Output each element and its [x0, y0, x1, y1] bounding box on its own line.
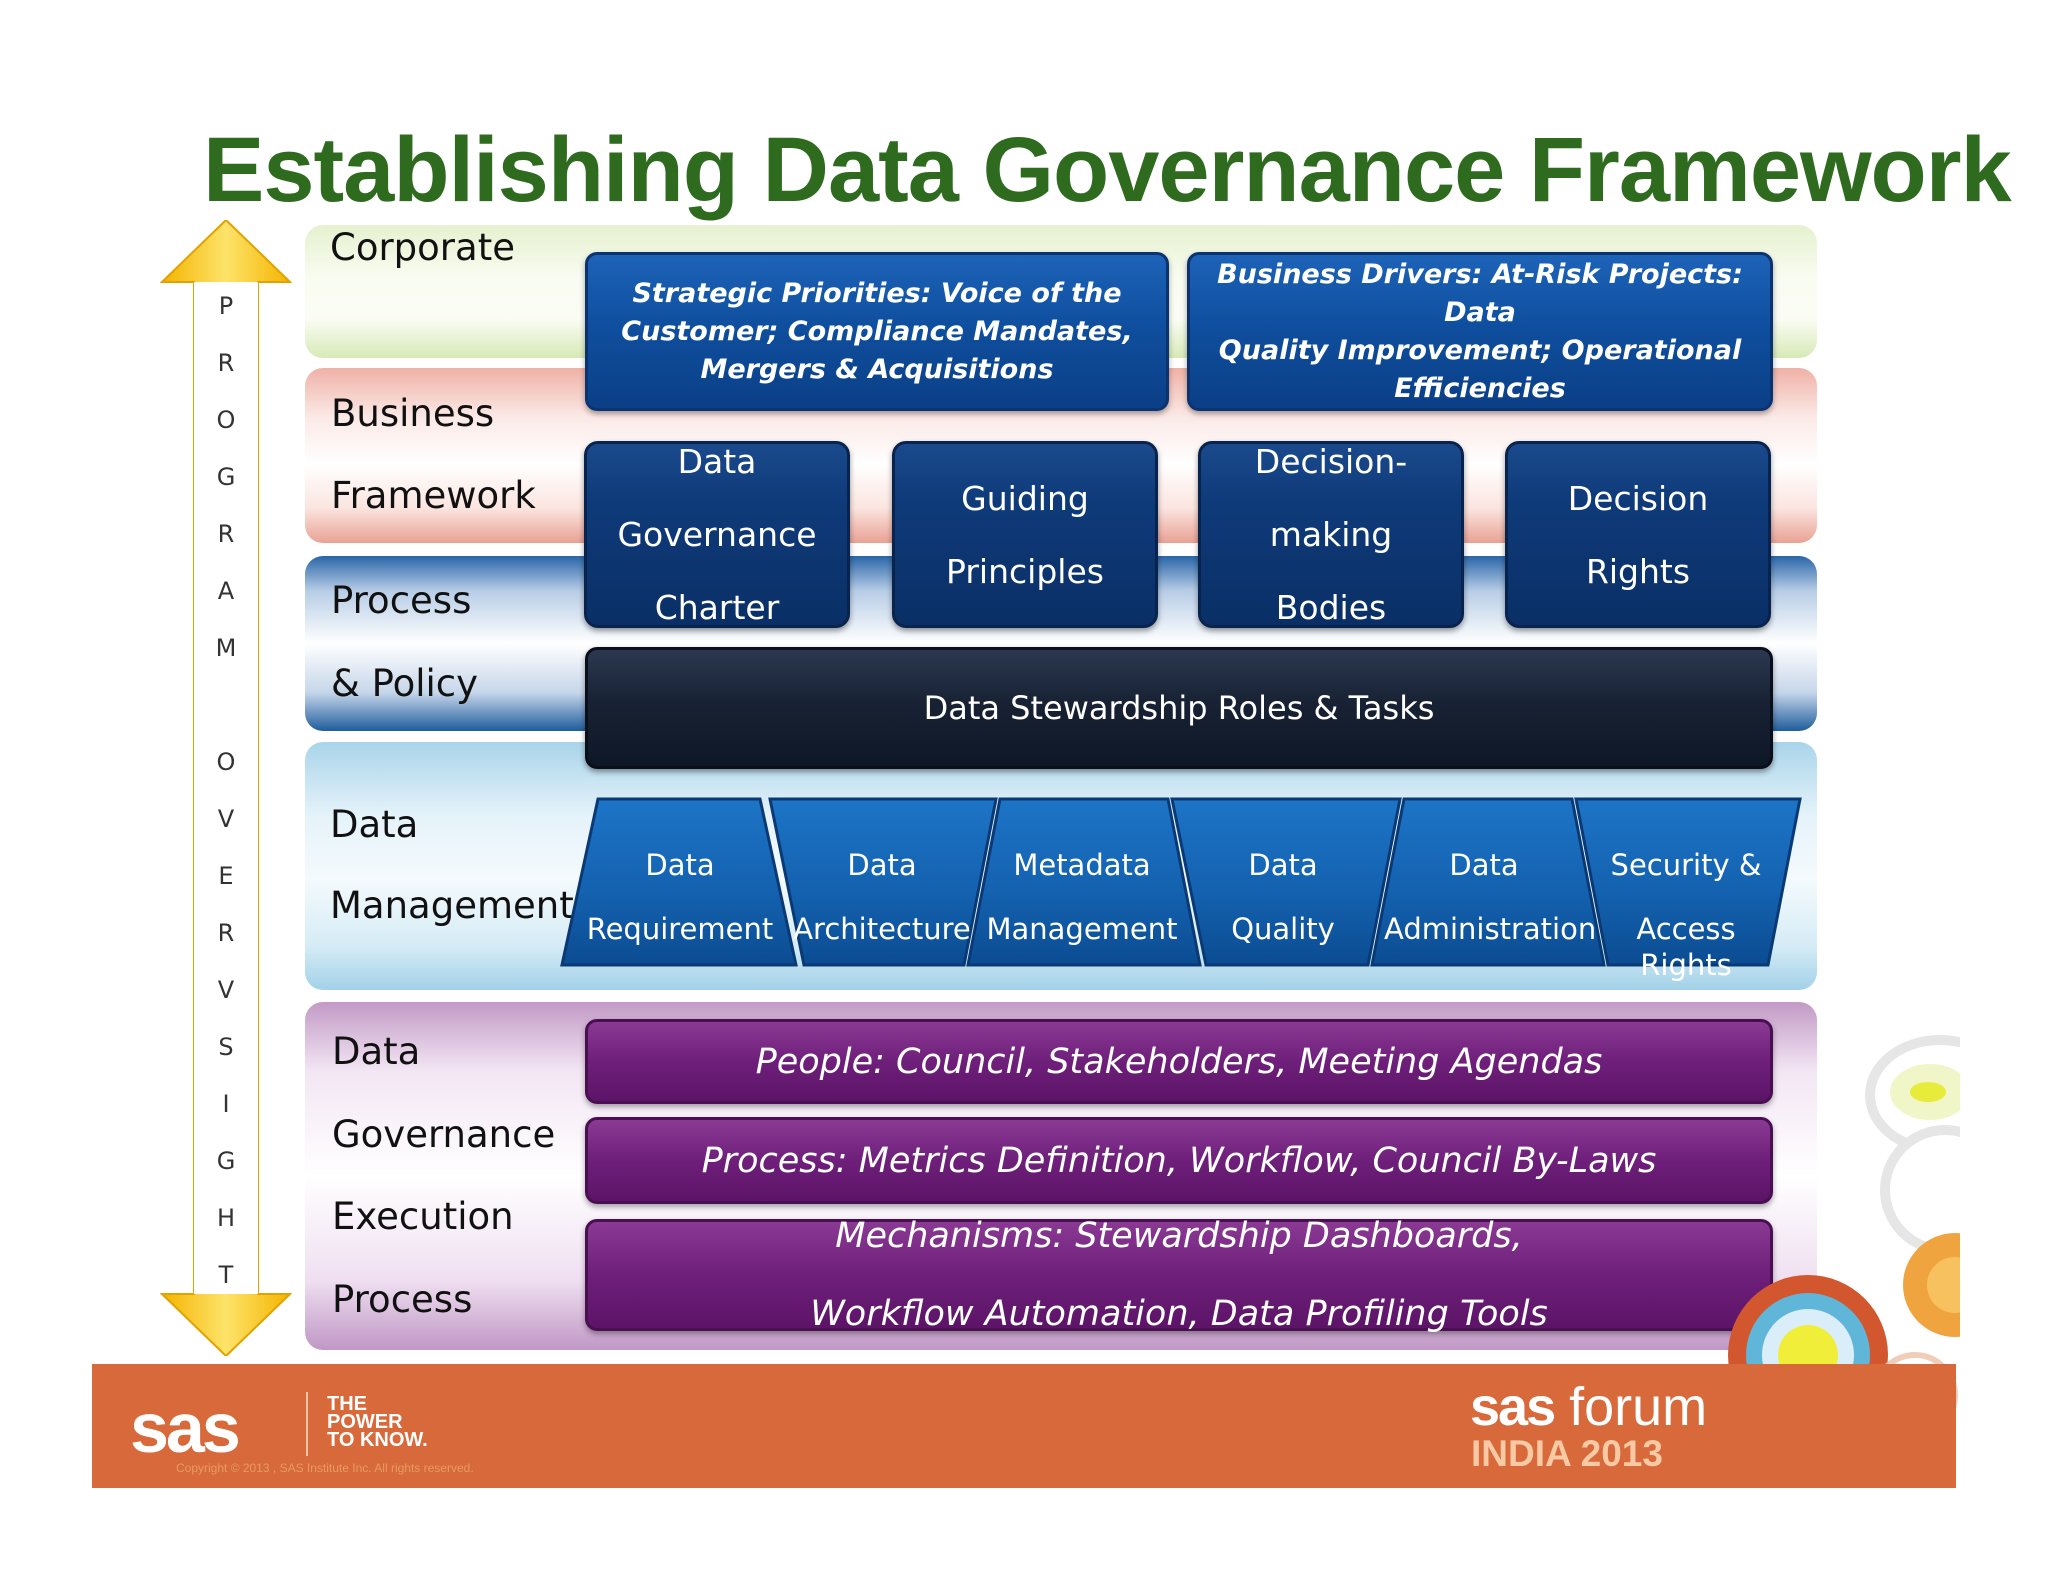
- charter-line-3: Charter: [654, 588, 780, 627]
- decorative-circles: [1728, 1035, 1960, 1410]
- management-label: Management: [330, 884, 574, 927]
- oversight-letter: O: [216, 406, 236, 434]
- event-label: INDIA 2013: [1471, 1433, 1663, 1474]
- footer-divider: [306, 1392, 308, 1456]
- security-access-rights-shape: [1574, 797, 1802, 967]
- mechanisms-box: Mechanisms: Stewardship Dashboards, Work…: [585, 1216, 1773, 1334]
- strategic-priorities-line-2: Customer; Compliance Mandates,: [621, 315, 1133, 347]
- oversight-letter: T: [218, 1261, 234, 1289]
- data-governance-charter-box: Data Governance Charter: [584, 441, 850, 628]
- sas-logo: sas: [130, 1389, 241, 1467]
- security-access-line-2: Access: [1636, 912, 1736, 946]
- oversight-letter: R: [217, 520, 235, 548]
- program-oversight-arrow: [160, 220, 292, 1356]
- data-label: Data: [330, 803, 419, 846]
- bodies-line-3: Bodies: [1275, 588, 1387, 627]
- sas-tagline: THE POWER TO KNOW.: [327, 1393, 437, 1451]
- oversight-letter: V: [217, 976, 235, 1004]
- framework-label: Framework: [331, 474, 536, 517]
- data-architecture-line-1: Data: [847, 848, 917, 882]
- data-stewardship-label: Data Stewardship Roles & Tasks: [923, 689, 1435, 727]
- oversight-letter: I: [222, 1090, 230, 1118]
- data-stewardship-box: Data Stewardship Roles & Tasks: [585, 647, 1773, 769]
- decision-rights-box: Decision Rights: [1505, 441, 1771, 628]
- data-requirement-shape: [560, 797, 798, 967]
- forum-brand: sas: [1470, 1377, 1556, 1437]
- process-label: Process: [331, 579, 472, 622]
- footer-bar: [92, 1364, 1956, 1488]
- dge-data-label: Data: [332, 1030, 421, 1073]
- tagline-line-2: POWER: [327, 1411, 403, 1433]
- metadata-management-line-2: Management: [986, 912, 1178, 946]
- security-access-line-3: Rights: [1640, 948, 1732, 982]
- data-requirement-line-1: Data: [645, 848, 715, 882]
- mechanisms-line-2: Workflow Automation, Data Profiling Tool…: [810, 1294, 1548, 1334]
- data-quality-shape: [1170, 797, 1402, 967]
- oversight-letter: R: [217, 919, 235, 947]
- security-access-line-1: Security &: [1610, 848, 1762, 882]
- oversight-letter: R: [217, 349, 235, 377]
- strategic-priorities-line-3: Mergers & Acquisitions: [700, 353, 1054, 385]
- data-architecture-line-2: Architecture: [793, 912, 971, 946]
- principles-line-2: Principles: [946, 551, 1104, 591]
- bodies-line-1: Decision-: [1254, 442, 1408, 481]
- data-quality-line-1: Data: [1248, 848, 1318, 882]
- dge-execution-label: Execution: [332, 1195, 514, 1238]
- oversight-letter: P: [218, 292, 234, 320]
- business-drivers-line-2: Quality Improvement; Operational: [1218, 334, 1742, 366]
- decision-making-bodies-box: Decision- making Bodies: [1198, 441, 1464, 628]
- policy-label: & Policy: [331, 662, 479, 705]
- data-management-items: [560, 797, 1802, 967]
- oversight-letter: O: [216, 748, 236, 776]
- business-drivers-box: Business Drivers: At-Risk Projects: Data…: [1187, 252, 1773, 411]
- charter-line-1: Data: [677, 442, 757, 481]
- metadata-management-shape: [966, 797, 1202, 967]
- sas-forum-logo: sas forum: [1470, 1376, 1707, 1438]
- oversight-letter: G: [216, 1147, 236, 1175]
- tagline-line-3: TO KNOW.: [327, 1429, 428, 1451]
- data-administration-shape: [1370, 797, 1606, 967]
- tagline-line-1: THE: [327, 1393, 367, 1415]
- data-administration-line-1: Data: [1449, 848, 1519, 882]
- oversight-letter: H: [216, 1204, 236, 1232]
- data-quality-line-2: Quality: [1231, 912, 1335, 946]
- bodies-line-2: making: [1269, 515, 1393, 554]
- dge-governance-label: Governance: [332, 1113, 556, 1156]
- oversight-letter: V: [217, 805, 235, 833]
- oversight-letter: E: [218, 862, 234, 890]
- forum-word: forum: [1569, 1377, 1708, 1437]
- principles-line-1: Guiding: [961, 478, 1089, 518]
- rights-line-1: Decision: [1567, 478, 1709, 518]
- business-label: Business: [331, 392, 495, 435]
- data-architecture-shape: [768, 797, 998, 967]
- business-drivers-line-1: Business Drivers: At-Risk Projects: Data: [1217, 258, 1743, 328]
- oversight-letter: A: [217, 577, 235, 605]
- data-administration-line-2: Administration: [1384, 912, 1597, 946]
- dge-process-label: Process: [332, 1278, 473, 1321]
- strategic-priorities-box: Strategic Priorities: Voice of the Custo…: [585, 252, 1169, 411]
- oversight-letter: M: [215, 634, 237, 662]
- rights-line-2: Rights: [1585, 551, 1691, 591]
- people-box: People: Council, Stakeholders, Meeting A…: [585, 1019, 1773, 1104]
- page-title: Establishing Data Governance Framework: [203, 119, 2012, 221]
- people-label: People: Council, Stakeholders, Meeting A…: [755, 1041, 1603, 1082]
- mechanisms-line-1: Mechanisms: Stewardship Dashboards,: [835, 1216, 1523, 1256]
- process-box: Process: Metrics Definition, Workflow, C…: [585, 1117, 1773, 1204]
- oversight-letter: S: [218, 1033, 234, 1061]
- charter-line-2: Governance: [617, 515, 817, 554]
- oversight-letter: G: [216, 463, 236, 491]
- business-drivers-line-3: Efficiencies: [1394, 372, 1566, 404]
- process-box-label: Process: Metrics Definition, Workflow, C…: [701, 1140, 1657, 1181]
- strategic-priorities-line-1: Strategic Priorities: Voice of the: [632, 277, 1122, 309]
- metadata-management-line-1: Metadata: [1013, 848, 1151, 882]
- copyright-text: Copyright © 2013 , SAS Institute Inc. Al…: [176, 1461, 474, 1475]
- data-requirement-line-2: Requirement: [586, 912, 774, 946]
- guiding-principles-box: Guiding Principles: [892, 441, 1158, 628]
- corporate-label: Corporate: [330, 226, 515, 269]
